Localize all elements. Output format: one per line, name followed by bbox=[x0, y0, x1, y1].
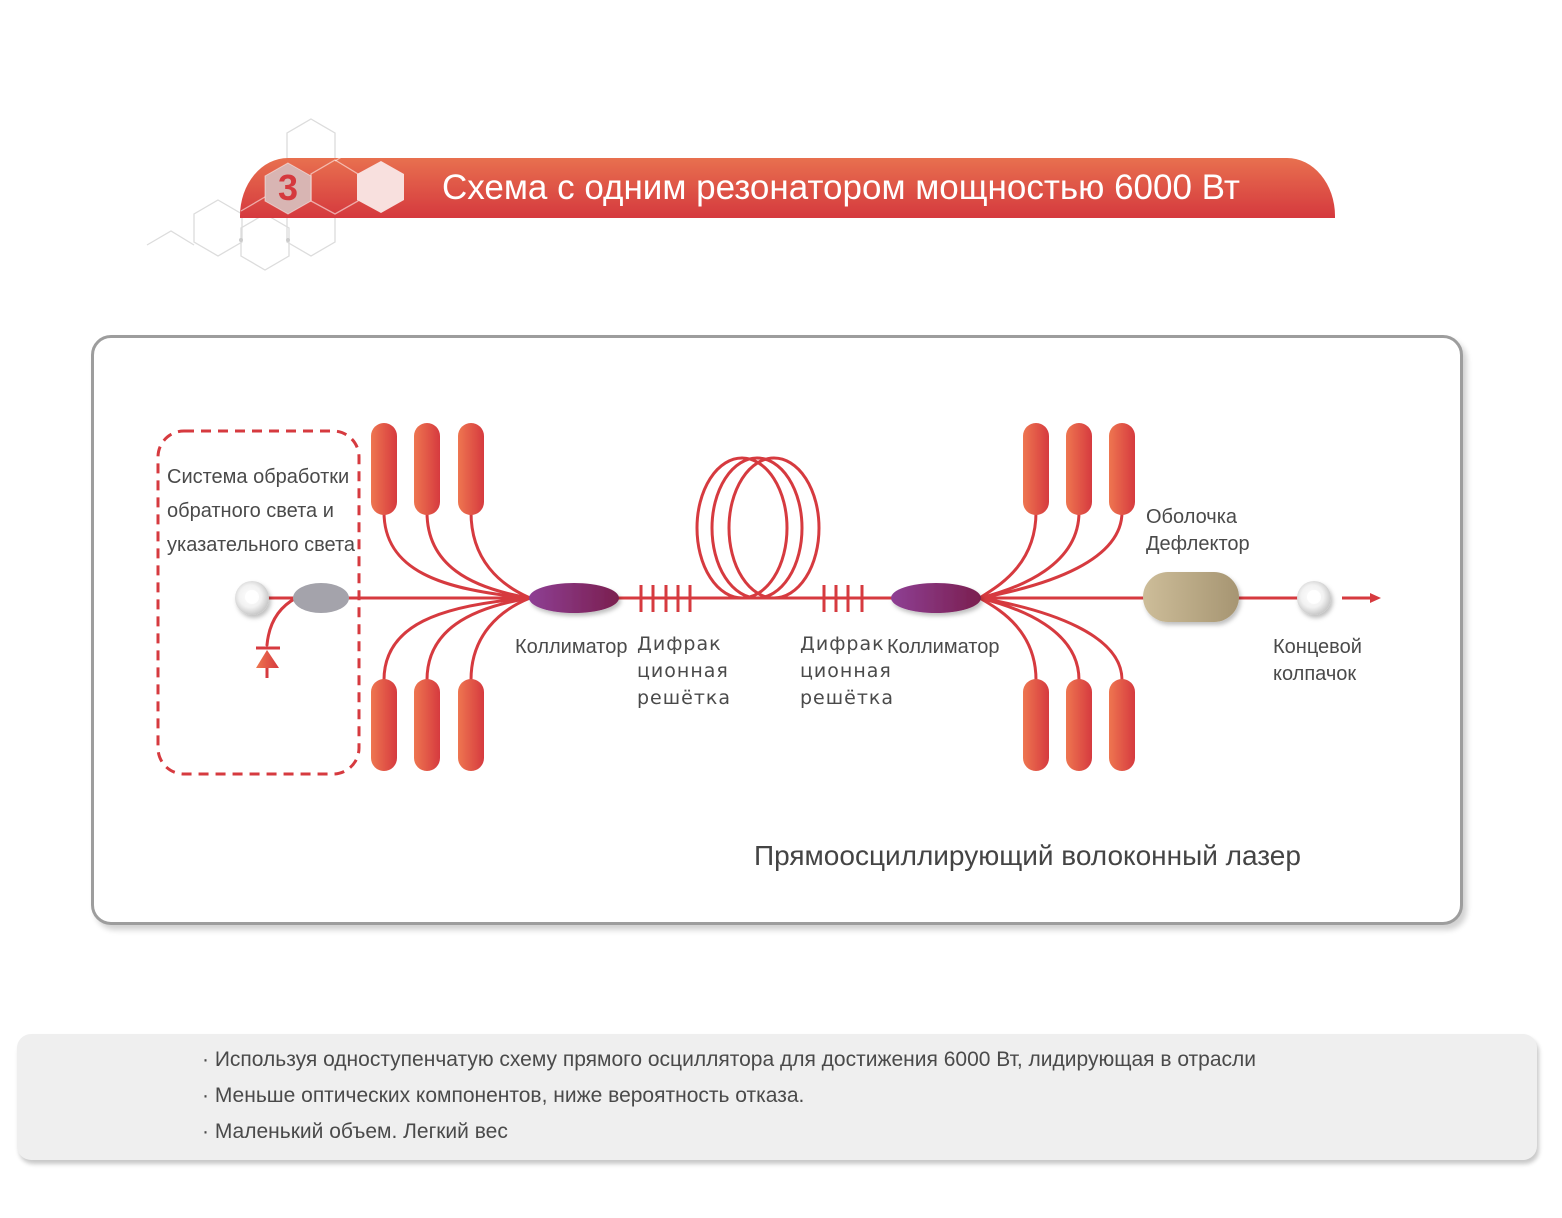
pump-fiber bbox=[425, 510, 532, 600]
collimator-left bbox=[529, 583, 619, 613]
cladding-deflector bbox=[1143, 572, 1239, 622]
label-line: Дифрак bbox=[637, 633, 722, 655]
pump-diode bbox=[1023, 423, 1049, 515]
grating-left bbox=[639, 585, 692, 612]
collimator-right bbox=[891, 583, 981, 613]
grating-left-label: Дифрак ционная решётка bbox=[637, 631, 731, 712]
cladding-deflector-label: Оболочка Дефлектор bbox=[1146, 504, 1250, 558]
end-cap-label: Концевой колпачок bbox=[1273, 634, 1362, 688]
pump-fiber bbox=[978, 510, 1124, 600]
label-line: Концевой bbox=[1273, 636, 1362, 658]
pump-diode bbox=[371, 423, 397, 515]
label-line: Дифрак bbox=[800, 633, 885, 655]
feature-list: · Используя одноступенчатую схему прямог… bbox=[17, 1034, 1537, 1160]
hex-node bbox=[286, 238, 290, 242]
pump-fiber bbox=[425, 596, 532, 682]
label-line: колпачок bbox=[1273, 663, 1357, 685]
feedback-system-boundary bbox=[156, 429, 361, 776]
grating-right bbox=[822, 585, 864, 612]
photodiode-icon bbox=[256, 646, 280, 678]
feature-item: · Используя одноступенчатую схему прямог… bbox=[202, 1048, 1257, 1071]
page-title: Схема с одним резонатором мощностью 6000… bbox=[442, 168, 1240, 207]
hex-outline bbox=[146, 230, 195, 246]
feedback-system-label: Система обработки обратного света и указ… bbox=[167, 464, 355, 559]
pump-diode bbox=[1066, 423, 1092, 515]
pump-fiber bbox=[382, 596, 532, 682]
hex-node bbox=[239, 238, 243, 242]
feature-item: · Меньше оптических компонентов, ниже ве… bbox=[202, 1084, 805, 1107]
label-line: решётка bbox=[800, 687, 895, 709]
pump-diode bbox=[1023, 679, 1049, 771]
feature-item: · Маленький объем. Легкий вес bbox=[202, 1120, 508, 1143]
fiber-coil-loop bbox=[727, 456, 821, 600]
label-line: ционная bbox=[637, 660, 729, 682]
label-line: Оболочка bbox=[1146, 506, 1238, 528]
collimator-left-label: Коллиматор bbox=[515, 636, 628, 658]
pump-diode bbox=[1066, 679, 1092, 771]
accent-hexagon bbox=[357, 161, 404, 213]
arrow-right-icon bbox=[1370, 593, 1381, 603]
grating-right-label: Дифрак ционная решётка bbox=[800, 631, 894, 712]
label-line: обратного света и bbox=[167, 500, 334, 522]
label-line: Система обработки bbox=[167, 466, 350, 488]
title-banner bbox=[240, 158, 1335, 218]
fiber-coil-loop bbox=[710, 456, 804, 600]
step-hexagon bbox=[264, 162, 312, 215]
diagram-caption: Прямоосциллирующий волоконный лазер bbox=[754, 840, 1301, 871]
hex-outline bbox=[240, 213, 290, 271]
pump-fiber bbox=[978, 596, 1124, 682]
pump-diode bbox=[414, 423, 440, 515]
pump-diode bbox=[414, 679, 440, 771]
collimator-right-label: Коллиматор bbox=[887, 636, 1000, 658]
diagram-panel bbox=[91, 335, 1463, 925]
pump-fiber bbox=[978, 510, 1038, 600]
pump-fiber bbox=[469, 510, 532, 600]
fiber-coil-loop bbox=[695, 456, 789, 600]
label-line: указательного света bbox=[167, 534, 356, 556]
photodiode-fiber bbox=[265, 596, 298, 647]
step-number: 3 bbox=[278, 167, 298, 208]
label-line: Дефлектор bbox=[1146, 533, 1250, 555]
pump-diode bbox=[458, 679, 484, 771]
label-line: решётка bbox=[637, 687, 732, 709]
label-line: ционная bbox=[800, 660, 892, 682]
signal-combiner bbox=[293, 583, 349, 613]
pump-fiber bbox=[382, 510, 532, 600]
pump-diode bbox=[1109, 423, 1135, 515]
pump-diode bbox=[1109, 679, 1135, 771]
pump-fiber bbox=[978, 596, 1038, 682]
pump-fiber bbox=[469, 596, 532, 682]
pump-diode bbox=[458, 423, 484, 515]
pump-diode bbox=[371, 679, 397, 771]
